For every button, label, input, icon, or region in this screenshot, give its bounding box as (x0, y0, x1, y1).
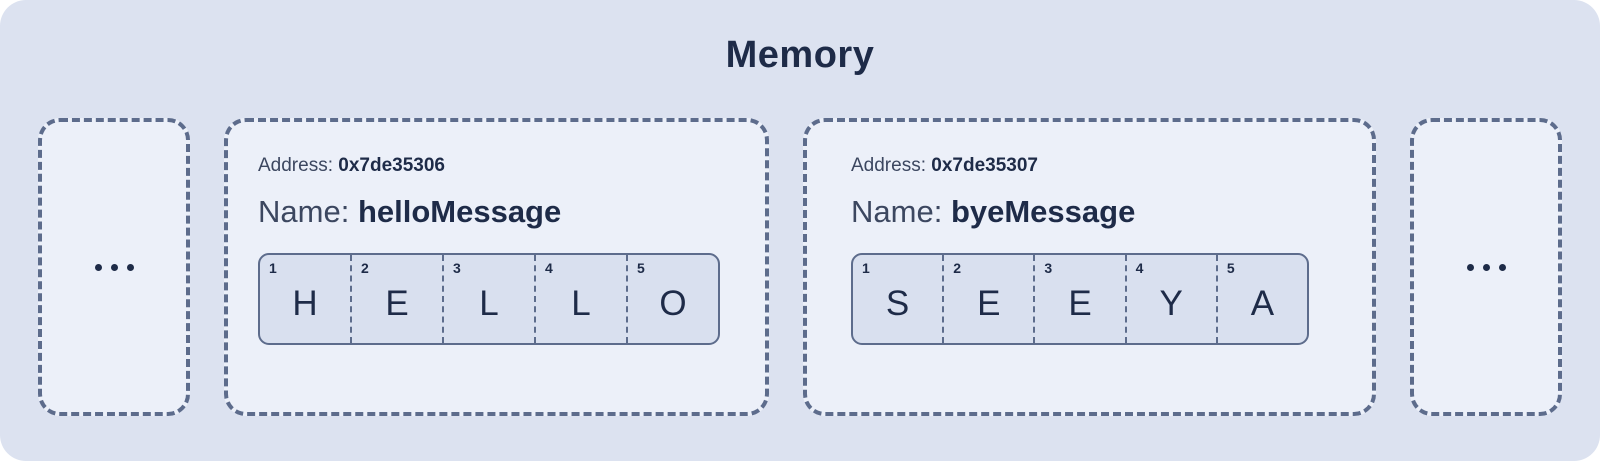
char-value: L (571, 283, 591, 323)
char-cell: 1 H (260, 255, 350, 343)
char-value: Y (1159, 283, 1183, 323)
ellipsis-dot (1482, 263, 1490, 271)
address-label: Address: (851, 155, 926, 176)
page-title: Memory (725, 34, 875, 76)
char-index: 2 (361, 259, 369, 276)
variable-name-value: byeMessage (950, 193, 1136, 229)
char-value: E (385, 283, 409, 323)
memory-ellipsis-right (1410, 118, 1562, 416)
char-index: 3 (453, 259, 461, 276)
char-value: S (885, 283, 910, 323)
memory-slots-row: Address: 0x7de35306 Name: helloMessage 1… (38, 118, 1562, 416)
char-value: A (1250, 283, 1275, 323)
char-cell: 5 O (626, 254, 718, 343)
char-cell: 4 Y (1124, 254, 1216, 343)
char-index: 2 (953, 259, 961, 276)
memory-block-bye: Address: 0x7de35307 Name: byeMessage 1 S… (803, 118, 1376, 416)
char-cell: 5 A (1215, 254, 1307, 343)
char-cell: 3 L (442, 254, 534, 343)
char-index: 1 (269, 259, 277, 276)
char-index: 4 (1135, 259, 1144, 276)
ellipsis-dot (1466, 263, 1474, 271)
address-label: Address: (258, 155, 333, 176)
char-value: L (479, 283, 499, 323)
ellipsis-icon (1466, 263, 1506, 271)
char-value: O (659, 283, 687, 323)
char-value: E (977, 283, 1001, 323)
char-strip: 1 H 2 E 3 L 4 L (258, 252, 720, 345)
address-value: 0x7de35307 (931, 155, 1038, 176)
char-index: 3 (1044, 259, 1053, 276)
ellipsis-dot (1498, 263, 1506, 271)
ellipsis-dot (126, 263, 134, 271)
name-label: Name: (258, 193, 350, 229)
address-value: 0x7de35306 (338, 155, 445, 176)
char-cell: 4 L (534, 254, 626, 343)
ellipsis-icon (94, 263, 134, 271)
name-label: Name: (851, 193, 943, 229)
char-strip: 1 S 2 E 3 E 4 Y (851, 252, 1309, 345)
ellipsis-dot (94, 263, 102, 271)
variable-name-value: helloMessage (357, 193, 562, 229)
ellipsis-dot (110, 263, 118, 271)
char-index: 1 (862, 259, 870, 276)
address-line: Address: 0x7de35306 (258, 155, 735, 177)
char-cell: 2 E (350, 254, 442, 343)
char-cell: 3 E (1033, 254, 1124, 343)
char-index: 4 (545, 259, 553, 276)
memory-ellipsis-left (38, 118, 190, 416)
name-line: Name: helloMessage (258, 193, 735, 229)
memory-block-hello: Address: 0x7de35306 Name: helloMessage 1… (224, 118, 769, 416)
char-cell: 1 S (853, 255, 942, 343)
char-value: H (292, 283, 318, 323)
char-index: 5 (637, 259, 645, 276)
char-index: 5 (1226, 259, 1235, 276)
char-cell: 2 E (942, 254, 1033, 343)
address-line: Address: 0x7de35307 (851, 155, 1328, 177)
char-value: E (1068, 283, 1092, 323)
name-line: Name: byeMessage (851, 193, 1328, 229)
